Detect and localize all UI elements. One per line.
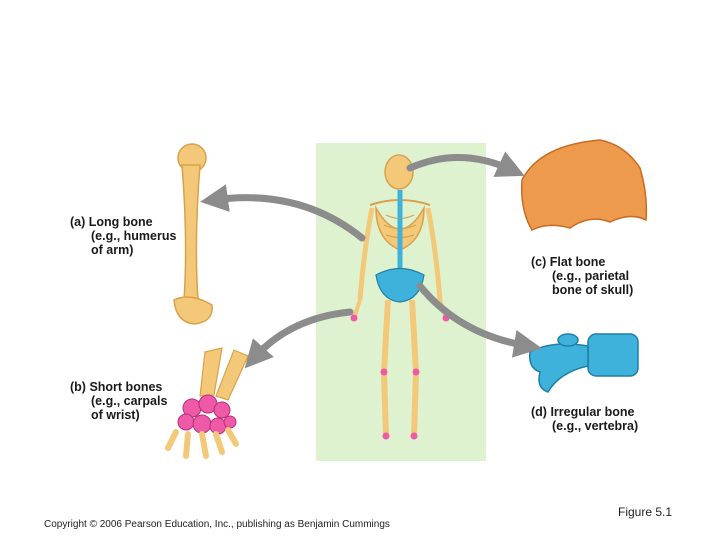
label-flat-bone-example-2: bone of skull) [552,283,634,297]
copyright-notice: Copyright © 2006 Pearson Education, Inc.… [44,519,390,530]
label-short-bones-example-2: of wrist) [91,408,140,422]
label-irregular-bone-name: Irregular bone [550,405,635,419]
label-irregular-bone-tag: (d) [531,405,547,419]
wrist-carpals-illustration [165,347,249,459]
label-short-bones-tag: (b) [70,380,86,394]
label-irregular-bone: (d) Irregular bone (e.g., vertebra) [531,405,638,433]
label-long-bone-example-1: (e.g., humerus [91,229,177,243]
label-flat-bone: (c) Flat bone (e.g., parietal bone of sk… [531,255,633,297]
arrow-to-short-bones [244,308,354,369]
arrow-to-long-bone [200,184,366,242]
label-long-bone-example-2: of arm) [91,243,134,257]
vertebra-illustration [528,333,639,393]
label-long-bone-name: Long bone [88,215,153,229]
arrow-to-irregular-bone [416,282,542,358]
label-long-bone: (a) Long bone (e.g., humerus of arm) [70,215,176,257]
figure-number: Figure 5.1 [618,505,673,519]
label-short-bones-example-1: (e.g., carpals [91,394,168,408]
humerus-bone-illustration [173,143,213,325]
parietal-bone-illustration [520,139,648,231]
skeleton-illustration [350,154,450,440]
arrow-to-flat-bone [406,151,525,177]
label-flat-bone-example-1: (e.g., parietal [552,269,630,283]
label-irregular-bone-example-1: (e.g., vertebra) [552,419,639,433]
label-flat-bone-tag: (c) [531,255,547,269]
pointer-arrows [200,151,542,369]
label-short-bones-name: Short bones [89,380,163,394]
label-flat-bone-name: Flat bone [549,255,606,269]
label-long-bone-tag: (a) [70,215,86,229]
label-short-bones: (b) Short bones (e.g., carpals of wrist) [70,380,167,422]
